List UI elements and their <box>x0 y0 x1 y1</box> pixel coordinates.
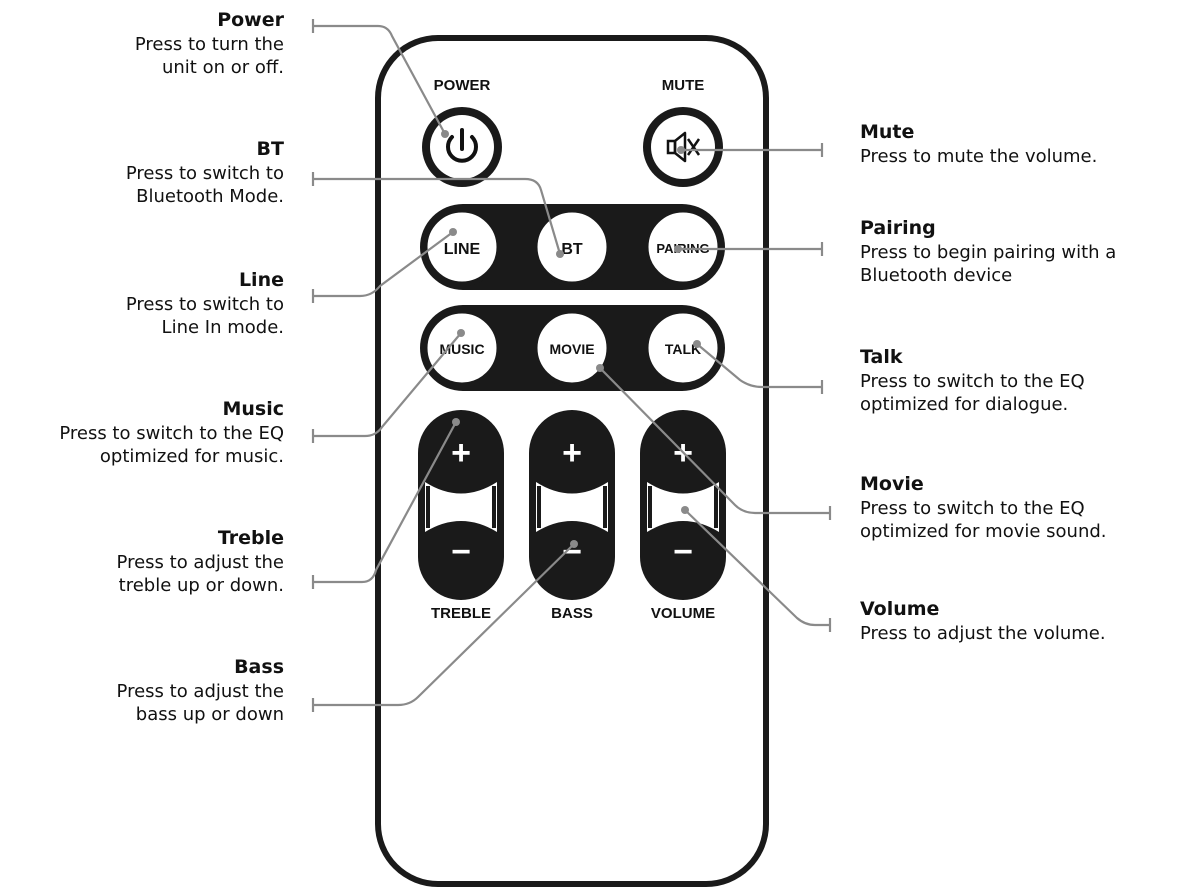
talk-button-label: TALK <box>665 341 701 357</box>
bass-label: BASS <box>551 605 593 622</box>
callout-title: Movie <box>860 473 924 495</box>
callout-desc: Press to switch to Bluetooth Mode. <box>125 162 284 208</box>
callout-treble: Treble Press to adjust the treble up or … <box>117 526 284 597</box>
plus-icon: + <box>451 434 471 472</box>
leader-power <box>311 19 449 138</box>
callout-power: Power Press to turn the unit on or off. <box>135 8 284 79</box>
movie-button[interactable]: MOVIE <box>532 308 612 388</box>
treble-down-button[interactable]: − <box>451 533 471 571</box>
power-icon <box>446 128 478 163</box>
leader-treble <box>311 418 460 589</box>
talk-button[interactable]: TALK <box>643 308 723 388</box>
callout-title: Volume <box>860 598 940 620</box>
leader-line <box>311 228 457 303</box>
power-button[interactable] <box>422 107 502 187</box>
callout-title: Treble <box>217 527 284 549</box>
pairing-button[interactable]: PAIRING <box>643 207 723 287</box>
leader-bass <box>311 540 578 712</box>
callout-title: BT <box>256 138 284 160</box>
treble-rocker <box>418 410 504 600</box>
volume-down-button[interactable]: − <box>673 533 693 571</box>
plus-icon: + <box>562 434 582 472</box>
callout-desc: Press to turn the unit on or off. <box>134 33 284 79</box>
treble-label: TREBLE <box>431 605 491 622</box>
leader-pairing <box>674 242 824 256</box>
callout-mute: Mute Press to mute the volume. <box>860 120 1097 168</box>
callout-title: Bass <box>234 656 284 678</box>
leader-movie <box>596 364 832 520</box>
callout-desc: Press to switch to the EQ optimized for … <box>860 370 1085 416</box>
callout-music: Music Press to switch to the EQ optimize… <box>59 397 284 468</box>
callout-volume: Volume Press to adjust the volume. <box>860 597 1106 645</box>
leader-talk <box>693 340 824 394</box>
volume-label: VOLUME <box>651 605 715 622</box>
leader-volume <box>681 506 832 632</box>
callout-desc: Press to adjust the bass up or down <box>116 680 284 726</box>
bass-rocker <box>529 410 615 600</box>
callout-pairing: Pairing Press to begin pairing with a Bl… <box>860 216 1116 287</box>
mute-icon <box>666 131 701 163</box>
callout-talk: Talk Press to switch to the EQ optimized… <box>860 345 1085 416</box>
callout-desc: Press to begin pairing with a Bluetooth … <box>860 241 1117 287</box>
bass-up-button[interactable]: + <box>562 434 582 472</box>
treble-up-button[interactable]: + <box>451 434 471 472</box>
callout-title: Pairing <box>860 217 936 239</box>
leader-mute <box>677 143 824 157</box>
power-label: POWER <box>434 77 491 94</box>
minus-icon: − <box>673 533 693 571</box>
leader-bt <box>311 172 564 258</box>
callout-movie: Movie Press to switch to the EQ optimize… <box>860 472 1107 543</box>
leader-music <box>311 329 465 443</box>
line-button[interactable]: LINE <box>422 207 502 287</box>
callout-title: Music <box>222 398 284 420</box>
mute-label: MUTE <box>662 77 705 94</box>
callout-desc: Press to mute the volume. <box>860 145 1098 167</box>
callout-desc: Press to switch to the EQ optimized for … <box>59 422 284 468</box>
callout-bass: Bass Press to adjust the bass up or down <box>117 655 284 726</box>
minus-icon: − <box>451 533 471 571</box>
callout-desc: Press to switch to the EQ optimized for … <box>860 497 1107 543</box>
leader-lines <box>311 19 578 712</box>
bt-button-label: BT <box>561 241 583 258</box>
movie-button-label: MOVIE <box>549 341 594 357</box>
callout-line: Line Press to switch to Line In mode. <box>126 268 284 339</box>
callout-title: Power <box>217 9 284 31</box>
bt-button[interactable]: BT <box>532 207 612 287</box>
callout-title: Mute <box>860 121 915 143</box>
music-button[interactable]: MUSIC <box>422 308 502 388</box>
line-button-label: LINE <box>444 241 481 258</box>
callout-bt: BT Press to switch to Bluetooth Mode. <box>126 137 284 208</box>
callout-desc: Press to switch to Line In mode. <box>125 293 284 339</box>
callout-desc: Press to adjust the volume. <box>860 622 1106 644</box>
callout-title: Talk <box>860 346 903 368</box>
callout-desc: Press to adjust the treble up or down. <box>116 551 284 597</box>
callout-title: Line <box>238 269 284 291</box>
